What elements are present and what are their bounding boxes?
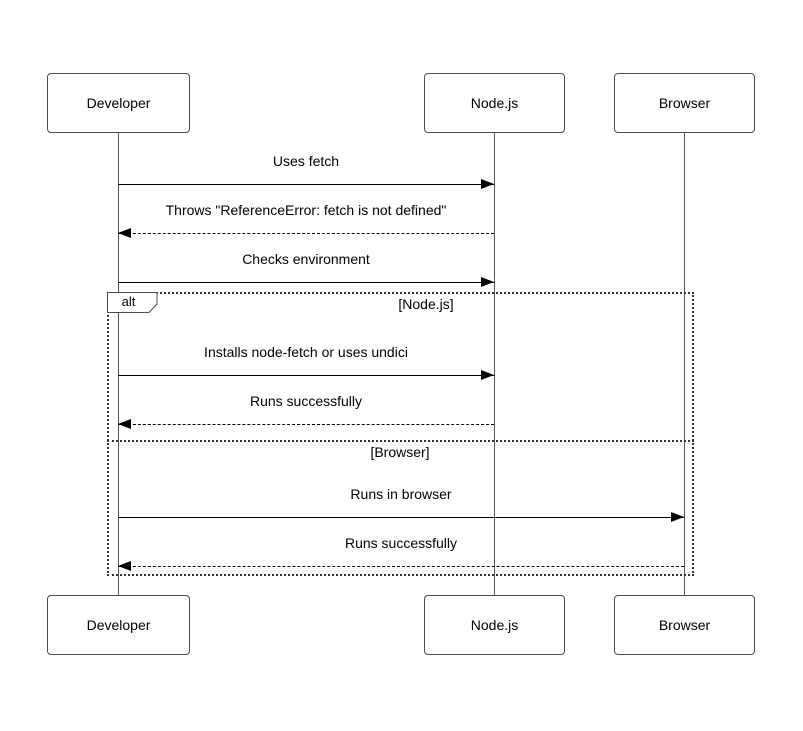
alt-frame xyxy=(107,292,694,576)
message-label: Runs successfully xyxy=(344,535,458,551)
message-line-dashed xyxy=(118,424,494,425)
lifeline-browser xyxy=(684,133,685,595)
actor-label: Developer xyxy=(86,617,151,633)
actor-label: Developer xyxy=(86,95,151,111)
actor-label: Node.js xyxy=(470,95,519,111)
message-label: Uses fetch xyxy=(272,153,340,169)
arrowhead-right-icon xyxy=(481,179,494,189)
actor-box-developer-bottom: Developer xyxy=(47,595,190,655)
actor-label: Node.js xyxy=(470,617,519,633)
message-label: Installs node-fetch or uses undici xyxy=(204,344,408,360)
lifeline-nodejs xyxy=(494,133,495,595)
message-line-solid xyxy=(118,375,494,376)
arrowhead-right-icon xyxy=(481,370,494,380)
arrowhead-left-icon xyxy=(118,228,131,238)
arrowhead-left-icon xyxy=(118,419,131,429)
arrowhead-left-icon xyxy=(118,561,131,571)
message-label: Runs successfully xyxy=(249,393,363,409)
message-label: Checks environment xyxy=(242,251,370,267)
actor-box-developer-top: Developer xyxy=(47,73,190,133)
message-line-solid xyxy=(118,282,494,283)
actor-box-browser-top: Browser xyxy=(614,73,755,133)
actor-box-browser-bottom: Browser xyxy=(614,595,755,655)
actor-box-nodejs-bottom: Node.js xyxy=(424,595,565,655)
message-line-dashed xyxy=(118,233,494,234)
alt-condition-nodejs: [Node.js] xyxy=(398,296,454,312)
lifeline-developer xyxy=(118,133,119,595)
alt-condition-browser: [Browser] xyxy=(370,444,430,460)
message-label: Runs in browser xyxy=(350,486,452,502)
arrowhead-right-icon xyxy=(481,277,494,287)
arrowhead-right-icon xyxy=(671,512,684,522)
actor-label: Browser xyxy=(658,617,711,633)
message-line-dashed xyxy=(118,566,684,567)
alt-frame-divider xyxy=(107,440,694,442)
message-line-solid xyxy=(118,184,494,185)
message-line-solid xyxy=(118,517,684,518)
actor-box-nodejs-top: Node.js xyxy=(424,73,565,133)
alt-label-tab-shape xyxy=(107,292,158,313)
message-label: Throws "ReferenceError: fetch is not def… xyxy=(165,202,447,218)
actor-label: Browser xyxy=(658,95,711,111)
alt-label: alt xyxy=(121,294,136,309)
